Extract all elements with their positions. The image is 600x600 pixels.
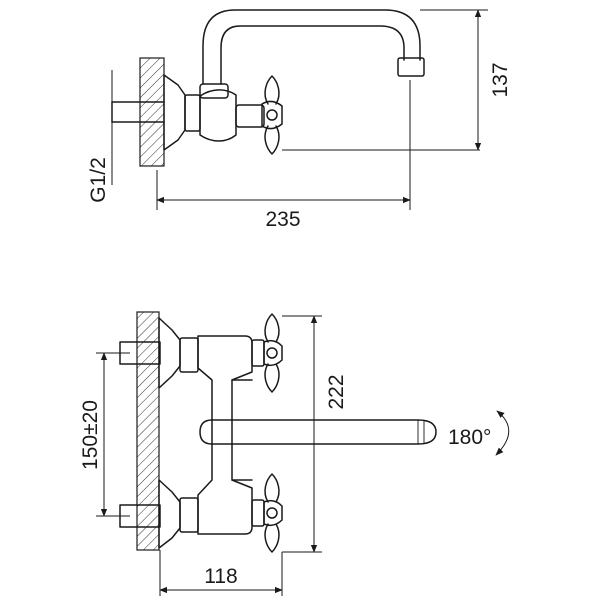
spout-bottom	[199, 419, 437, 445]
top-view: 137 235 G1/2	[87, 9, 512, 231]
rotation-label: 180°	[448, 426, 491, 449]
wall-hatch-bottom	[136, 311, 160, 551]
dim-137-label: 137	[489, 62, 512, 97]
wall-hatch-top	[139, 57, 165, 167]
dim-235-label: 235	[265, 208, 300, 231]
dim-222: 222	[282, 315, 348, 553]
handle-lower[interactable]	[251, 473, 283, 553]
handle-top[interactable]	[261, 75, 283, 155]
nut-top	[184, 94, 201, 132]
dim-150: 150±20	[79, 352, 130, 517]
spout-base-top	[199, 83, 229, 99]
rotation-indicator: 180°	[448, 410, 510, 456]
inlet-pipe-top	[111, 70, 165, 185]
handle-upper[interactable]	[251, 313, 283, 393]
escutcheon-top	[163, 74, 186, 151]
dim-118-label: 118	[204, 565, 237, 588]
thread-label: G1/2	[87, 157, 110, 203]
dim-137: 137	[420, 9, 512, 151]
inlet-upper	[119, 317, 199, 389]
dim-222-label: 222	[325, 374, 348, 409]
mixer-body	[197, 335, 253, 535]
dim-235: 235	[156, 80, 411, 231]
bottom-view: 150±20 222 118 180°	[79, 311, 510, 596]
dim-150-label: 150±20	[79, 400, 102, 470]
spout-top	[202, 9, 425, 85]
valve-body-top	[199, 89, 237, 142]
dim-118: 118	[159, 550, 283, 596]
inlet-lower	[119, 479, 199, 549]
body-stem-top	[235, 104, 265, 128]
